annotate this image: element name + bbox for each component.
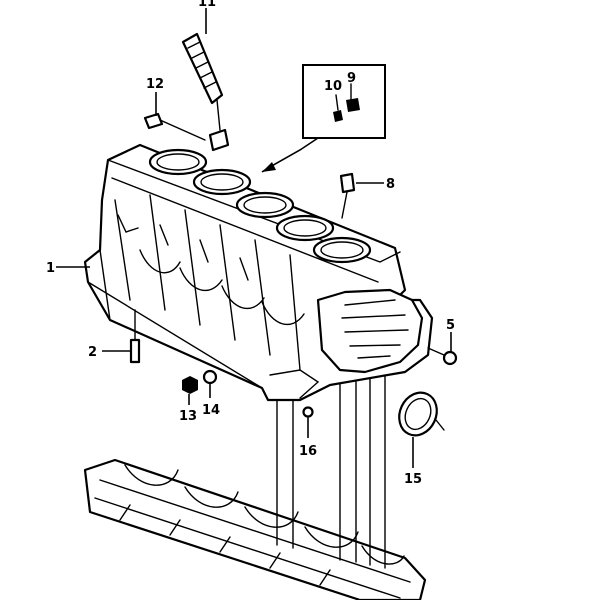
callout-10: 10 — [324, 79, 342, 94]
cylinder-block — [83, 143, 434, 402]
callout-16: 16 — [299, 444, 317, 459]
assembly-guide-lines — [276, 367, 386, 569]
part-2-pin — [102, 309, 141, 364]
callout-15: 15 — [404, 472, 422, 487]
callout-labels: 1 2 5 8 9 10 11 12 13 14 15 16 — [46, 0, 455, 487]
detail-inset-box — [261, 64, 386, 173]
part-13-nut — [182, 376, 198, 405]
callout-8: 8 — [386, 177, 395, 192]
part-12-pin — [143, 112, 206, 141]
part-16-dowel — [302, 406, 314, 438]
callout-5: 5 — [446, 318, 455, 333]
callout-11: 11 — [198, 0, 216, 10]
part-11-bolt — [181, 32, 230, 152]
part-14-washer — [202, 369, 218, 398]
callout-2: 2 — [88, 345, 97, 360]
callout-12: 12 — [146, 77, 164, 92]
callout-13: 13 — [179, 409, 197, 424]
part-8-plug — [339, 172, 384, 219]
part-5-plug — [427, 332, 458, 366]
lower-crankcase — [83, 458, 427, 600]
callout-9: 9 — [347, 71, 356, 86]
callout-1: 1 — [46, 261, 55, 276]
part-15-seal — [398, 391, 445, 468]
callout-14: 14 — [202, 403, 220, 418]
